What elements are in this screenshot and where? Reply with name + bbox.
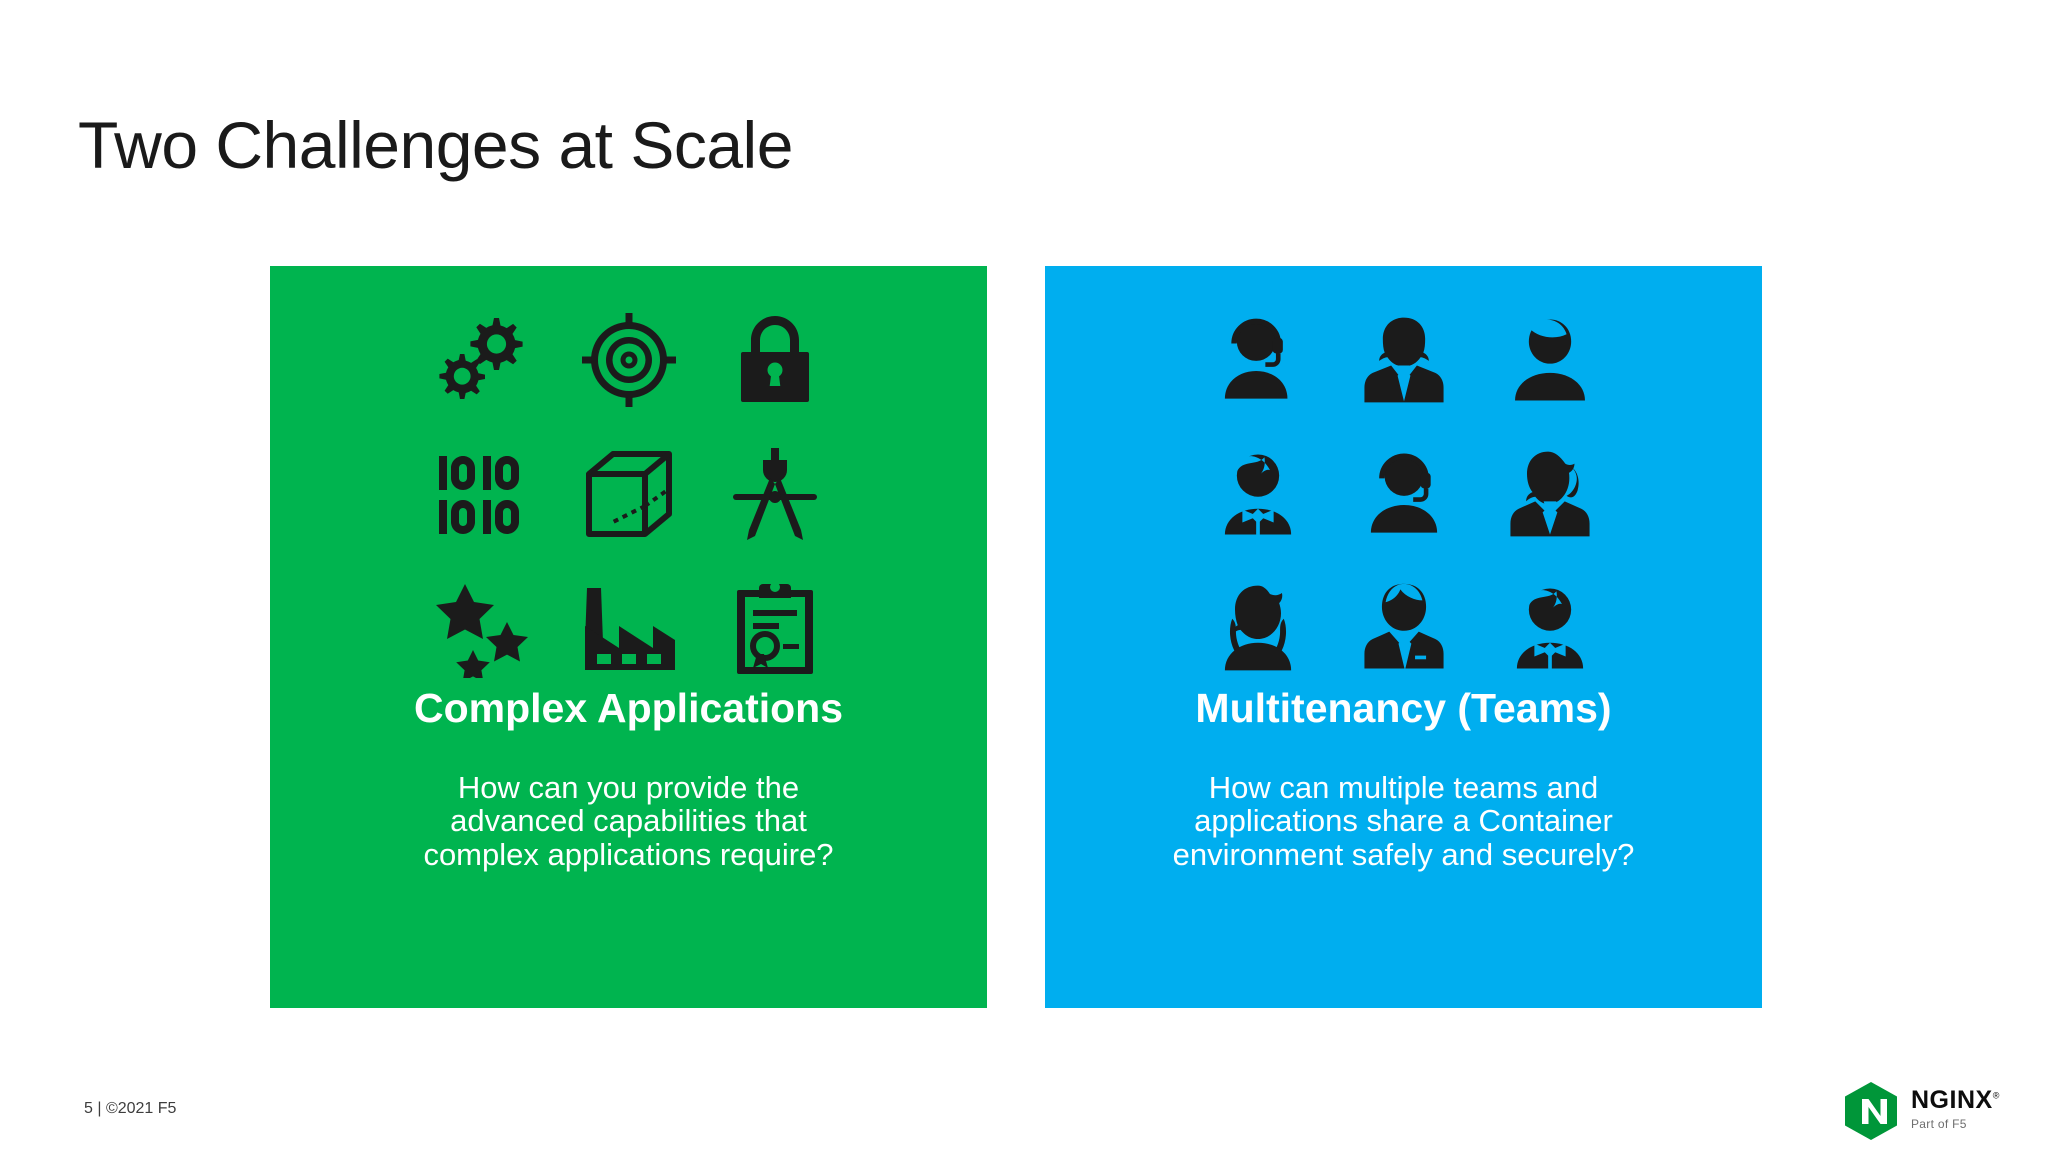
nginx-wordmark-group: NGINX® Part of F5 — [1911, 1088, 2000, 1131]
clipboard-certificate-icon — [715, 568, 835, 688]
nginx-wordmark-text: NGINX — [1911, 1086, 1993, 1114]
panel-body-line: How can multiple teams and — [1208, 770, 1599, 805]
panel-complex-applications: Complex Applications How can you provide… — [270, 266, 987, 1008]
padlock-icon — [715, 300, 835, 420]
factory-icon — [569, 568, 689, 688]
panel-body-line: complex applications require? — [423, 836, 834, 872]
panel-body-line: advanced capabilities that — [450, 803, 807, 839]
nginx-wordmark: NGINX® — [1911, 1088, 2000, 1113]
panel-body-multitenancy: How can multiple teams and applications … — [1063, 770, 1744, 872]
panel-body-line: How can you provide the — [457, 770, 800, 805]
nginx-hexagon-icon — [1845, 1082, 1897, 1140]
person-woman-ponytail-icon — [1490, 434, 1610, 554]
gears-icon — [423, 300, 543, 420]
nginx-tagline: Part of F5 — [1911, 1117, 1967, 1131]
person-woman-long-hair-icon — [1198, 568, 1318, 688]
nginx-logo: NGINX® Part of F5 — [1845, 1082, 2015, 1142]
person-boy-bowtie-icon — [1198, 434, 1318, 554]
person-man-tie-icon — [1344, 568, 1464, 688]
page-title: Two Challenges at Scale — [78, 108, 793, 182]
footer-copyright: 5 | ©2021 F5 — [84, 1100, 177, 1117]
target-crosshair-icon — [569, 300, 689, 420]
person-woman-suit-icon — [1344, 300, 1464, 420]
person-headset-2-icon — [1344, 434, 1464, 554]
icon-grid-multitenancy — [1045, 300, 1762, 688]
person-boy-bowtie-2-icon — [1490, 568, 1610, 688]
panel-body-complex-applications: How can you provide the advanced capabil… — [288, 770, 969, 872]
panel-multitenancy: Multitenancy (Teams) How can multiple te… — [1045, 266, 1762, 1008]
person-man-plain-icon — [1490, 300, 1610, 420]
panel-body-line: environment safely and securely? — [1172, 836, 1635, 872]
icon-grid-complex-applications — [270, 300, 987, 688]
wireframe-cube-icon — [569, 434, 689, 554]
panel-heading-multitenancy: Multitenancy (Teams) — [1195, 685, 1612, 731]
binary-code-icon — [423, 434, 543, 554]
registered-trademark-icon: ® — [1992, 1090, 2000, 1101]
person-headset-icon — [1198, 300, 1318, 420]
panel-body-line: applications share a Container — [1194, 803, 1613, 839]
panel-heading-complex-applications: Complex Applications — [413, 685, 844, 731]
drafting-compass-icon — [715, 434, 835, 554]
stars-icon — [423, 568, 543, 688]
